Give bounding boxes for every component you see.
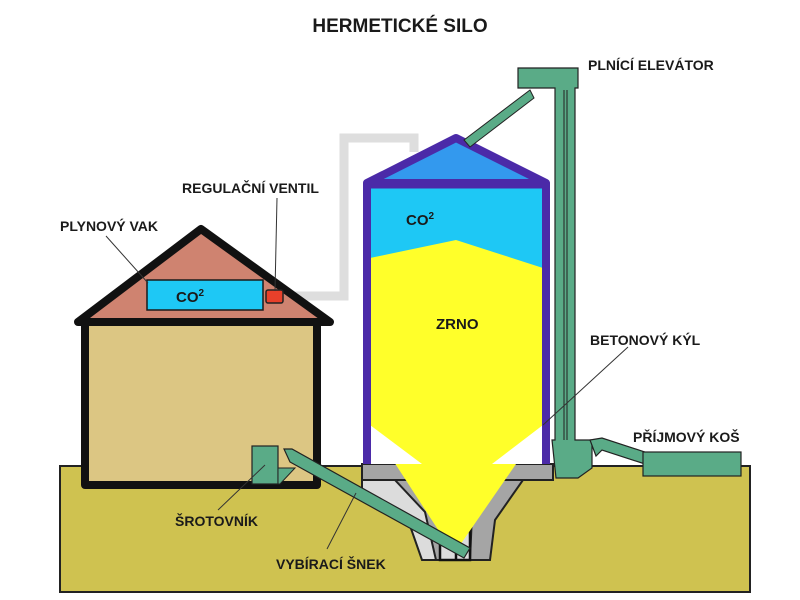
- label-intake-hopper: PŘÍJMOVÝ KOŠ: [633, 428, 740, 445]
- label-filling-elevator: PLNÍCÍ ELEVÁTOR: [588, 57, 714, 73]
- leader-concrete-keel: [542, 346, 629, 426]
- silo-empty-corner-right: [492, 425, 543, 464]
- label-gas-bag: PLYNOVÝ VAK: [60, 217, 158, 234]
- leader-discharge-auger: [326, 492, 357, 550]
- intake-hopper: [589, 437, 742, 477]
- hopper-body: [642, 451, 742, 477]
- elevator-shaft: [517, 67, 593, 479]
- silo-roof: [363, 134, 550, 187]
- label-discharge-auger: VYBÍRACÍ ŠNEK: [276, 555, 386, 572]
- diagram-title: HERMETICKÉ SILO: [312, 15, 487, 37]
- filling-elevator: [463, 67, 593, 479]
- silo-empty-corner-left: [370, 425, 422, 464]
- label-concrete-keel: BETONOVÝ KÝL: [590, 331, 701, 348]
- gas-pipe: [285, 133, 419, 301]
- grinder-inlet: [277, 467, 297, 485]
- label-regulating-valve: REGULAČNÍ VENTIL: [182, 179, 319, 196]
- house: CO2: [74, 225, 334, 489]
- silo: CO2 ZRNO: [363, 134, 550, 545]
- gas-bag-co2-label: CO2: [176, 288, 205, 306]
- grain-label: ZRNO: [436, 316, 479, 333]
- leader-regulating-valve: [274, 197, 278, 292]
- silo-co2-label: CO2: [406, 211, 435, 229]
- label-grinder: ŠROTOVNÍK: [175, 512, 258, 529]
- regulating-valve: [265, 289, 284, 304]
- elevator-feed-chute: [463, 89, 535, 148]
- discharge-auger: [283, 448, 471, 559]
- gas-bag: [146, 279, 264, 311]
- silo-grain: [370, 240, 543, 545]
- leader-gas-bag: [105, 235, 149, 284]
- leader-grinder: [217, 464, 266, 511]
- house-wall: [81, 318, 321, 489]
